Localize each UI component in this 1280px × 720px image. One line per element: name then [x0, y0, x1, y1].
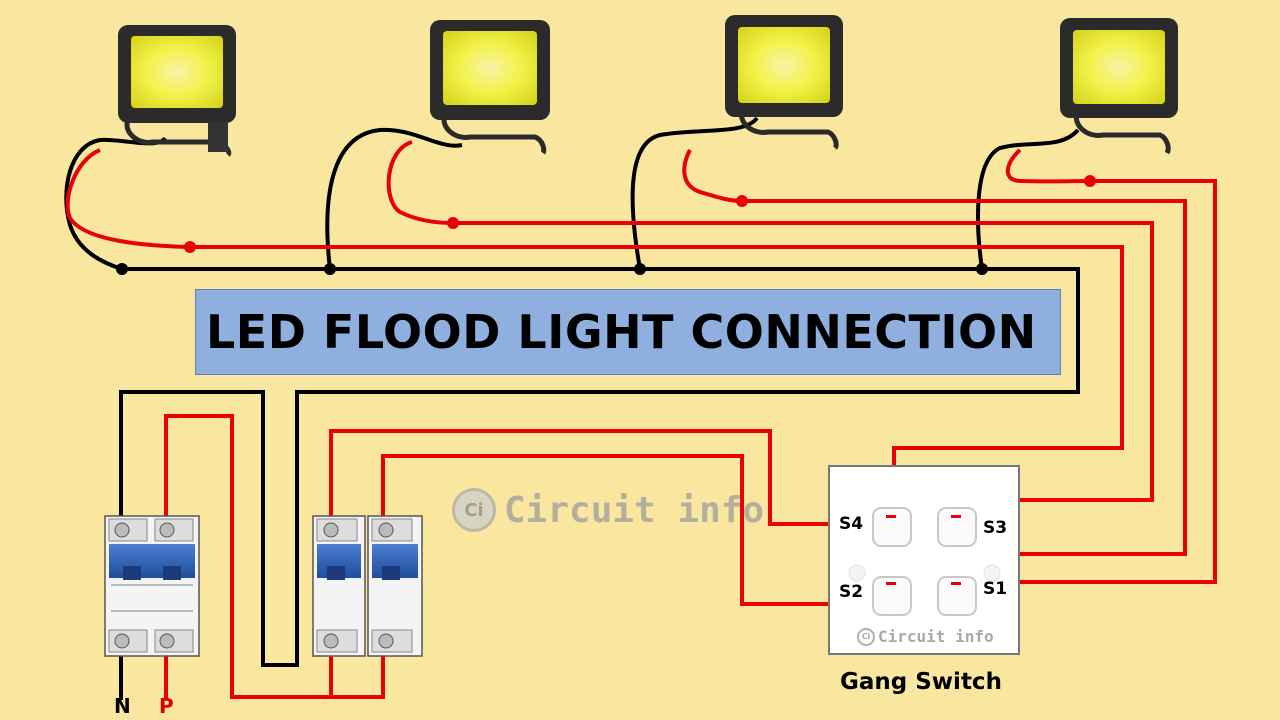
phase-wires: [65, 140, 1217, 700]
circuit-info-logo-icon: Ci: [452, 488, 496, 532]
junction-dots: [116, 175, 1096, 275]
switch-label-s4: S4: [839, 514, 864, 534]
watermark-text: Circuit info: [504, 489, 765, 531]
mcb-icon: [367, 515, 423, 657]
mcb-icon: [104, 515, 200, 657]
flood-light-icon: [118, 25, 236, 157]
flood-light-icon: [1060, 18, 1178, 155]
neutral-wires: [64, 116, 1080, 700]
flood-light-icon: [725, 15, 843, 150]
circuit-info-logo-icon: Ci: [857, 627, 875, 646]
switch-watermark: Ci Circuit info: [857, 627, 994, 646]
flood-light-icon: [430, 20, 550, 155]
page-title: LED FLOOD LIGHT CONNECTION: [206, 305, 1037, 359]
gang-switch-plate: [828, 465, 1020, 655]
mcb-icon: [312, 515, 366, 657]
switch-label-s2: S2: [839, 582, 864, 602]
switch-rocker-icon[interactable]: [872, 507, 912, 547]
switch-label-s3: S3: [983, 518, 1008, 538]
switch-rocker-icon[interactable]: [937, 507, 977, 547]
title-banner: LED FLOOD LIGHT CONNECTION: [195, 289, 1061, 375]
switch-watermark-text: Circuit info: [878, 627, 994, 646]
neutral-terminal-label: N: [114, 694, 131, 718]
phase-terminal-label: P: [159, 694, 174, 718]
switch-rocker-icon[interactable]: [872, 576, 912, 616]
switch-rocker-icon[interactable]: [937, 576, 977, 616]
watermark: Ci Circuit info: [452, 488, 764, 532]
switch-caption: Gang Switch: [840, 669, 1002, 695]
switch-label-s1: S1: [983, 579, 1008, 599]
